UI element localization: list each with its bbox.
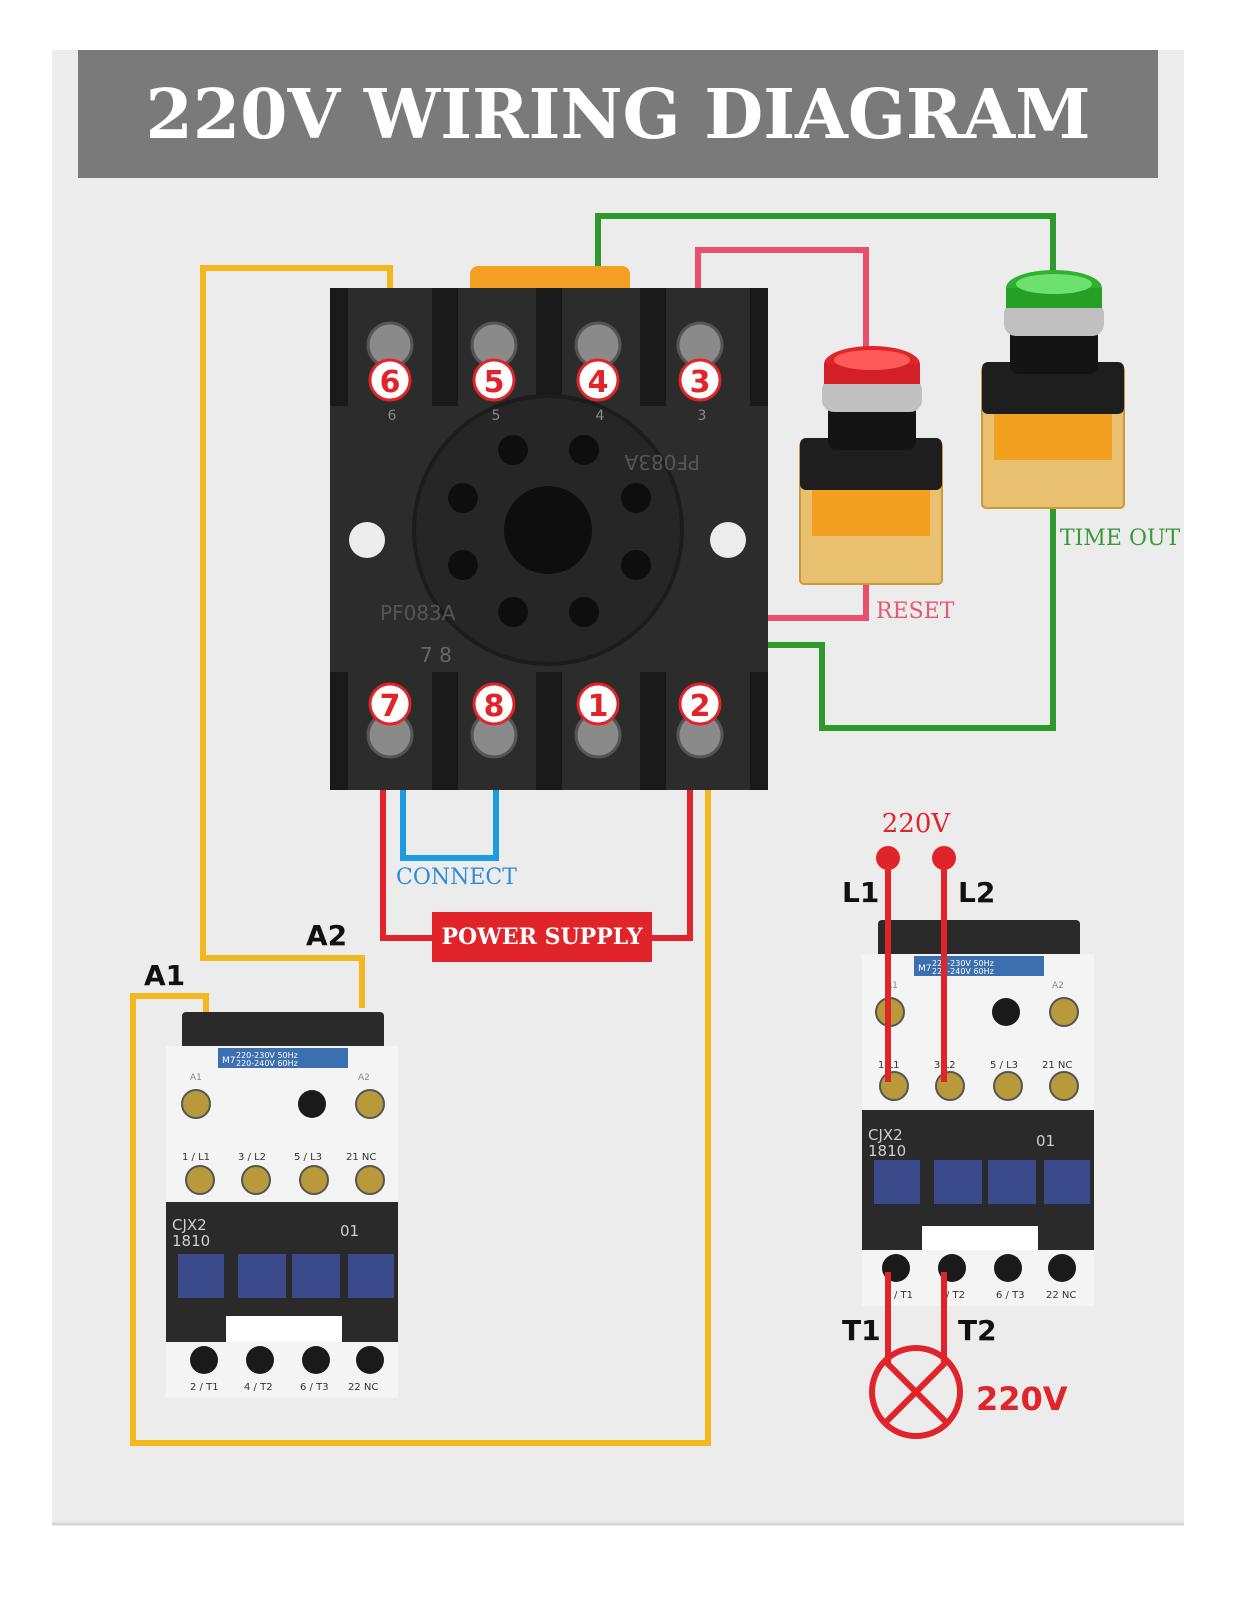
right-coil-line1: 220-230V 50Hz [932,959,994,968]
left-top-term-3: 5 / L3 [294,1152,322,1163]
terminal-6-label: 6 [380,365,401,400]
right-coil-line2: 220-240V 60Hz [932,967,994,976]
terminal-7: 7 [368,682,412,726]
left-bottom-term-1: 2 / T1 [190,1382,219,1393]
left-top-term-1: 1 / L1 [182,1152,210,1163]
right-bottom-term-4: 22 NC [1046,1290,1076,1301]
right-model-num: 1810 [868,1142,906,1160]
left-coil-prefix: M7 [222,1056,236,1066]
l1-terminal-dot [876,846,900,870]
power-supply-label: POWER SUPPLY [441,924,642,950]
right-bottom-term-1: / T1 [894,1290,913,1301]
left-coil-line1: 220-230V 50Hz [236,1051,298,1060]
terminal-3-label: 3 [690,365,711,400]
l2-label: L2 [958,876,995,909]
left-bottom-term-3: 6 / T3 [300,1382,329,1393]
terminal-3: 3 [678,358,722,402]
l2-terminal-dot [932,846,956,870]
time-out-label: TIME OUT [1060,526,1181,551]
socket-model-lower: PF083A [380,601,456,625]
terminal-8: 8 [472,682,516,726]
reset-label: RESET [876,599,955,624]
power-supply-box [432,912,652,962]
right-bottom-term-2: / T2 [946,1290,965,1301]
left-coil-line2: 220-240V 60Hz [236,1059,298,1068]
right-coil-prefix: M7 [918,964,932,974]
terminal-1: 1 [576,682,620,726]
reset-button [799,346,943,585]
left-bottom-term-2: 4 / T2 [244,1382,273,1393]
time-out-button [981,270,1125,509]
right-top-term-3: 5 / L3 [990,1060,1018,1071]
left-coil-a1: A1 [190,1073,202,1083]
terminal-4-label: 4 [588,365,609,400]
left-top-term-4: 21 NC [346,1152,376,1163]
terminal-1-label: 1 [588,689,609,724]
l1-label: L1 [842,876,879,909]
terminal-2: 2 [678,682,722,726]
left-aux: 01 [340,1222,359,1240]
terminal-6: 6 [368,358,412,402]
terminal-5: 5 [472,358,516,402]
terminal-2-label: 2 [690,689,711,724]
terminal-4: 4 [576,358,620,402]
red-wire-supply-2 [652,745,693,941]
relay-socket: PF083A PF083A 7 8 [330,266,768,790]
socket-model-upper: PF083A [624,450,700,474]
load-voltage-label: 220V [976,1380,1068,1418]
left-coil-a2: A2 [358,1073,370,1083]
terminal-7-label: 7 [380,689,401,724]
right-aux: 01 [1036,1132,1055,1150]
t1-label: T1 [842,1314,881,1347]
yellow-wire-6-to-a2 [200,265,393,1008]
left-bottom-term-4: 22 NC [348,1382,378,1393]
terminal-5-label: 5 [484,365,505,400]
mark-4: 4 [596,408,605,424]
left-top-term-2: 3 / L2 [238,1152,266,1163]
left-model-num: 1810 [172,1232,210,1250]
right-contactor: M7 220-230V 50Hz 220-240V 60Hz A1 A2 1 L… [862,920,1094,1306]
page-title: 220V WIRING DIAGRAM [146,75,1091,155]
yellow-wire-2-to-a1 [130,745,711,1446]
red-wire-supply-7 [380,745,432,941]
right-model: CJX2 [868,1126,903,1144]
right-coil-a1: A1 [886,981,898,991]
lamp-icon [869,1345,963,1439]
blue-wire-connect [400,745,499,861]
a1-label: A1 [144,959,185,992]
mark-6: 6 [388,408,397,424]
right-top-term-4: 21 NC [1042,1060,1072,1071]
left-model: CJX2 [172,1216,207,1234]
right-bottom-term-3: 6 / T3 [996,1290,1025,1301]
mark-3: 3 [698,408,707,424]
a2-label: A2 [306,919,347,952]
mark-5: 5 [492,408,501,424]
socket-bottom-marks: 7 8 [420,643,452,667]
t2-label: T2 [958,1314,997,1347]
left-contactor: M7 220-230V 50Hz 220-240V 60Hz A1 A2 1 /… [166,1012,398,1398]
right-coil-a2: A2 [1052,981,1064,991]
supply-voltage-label: 220V [882,809,952,839]
connect-label: CONNECT [396,865,517,890]
title-banner [78,50,1158,178]
terminal-8-label: 8 [484,689,505,724]
